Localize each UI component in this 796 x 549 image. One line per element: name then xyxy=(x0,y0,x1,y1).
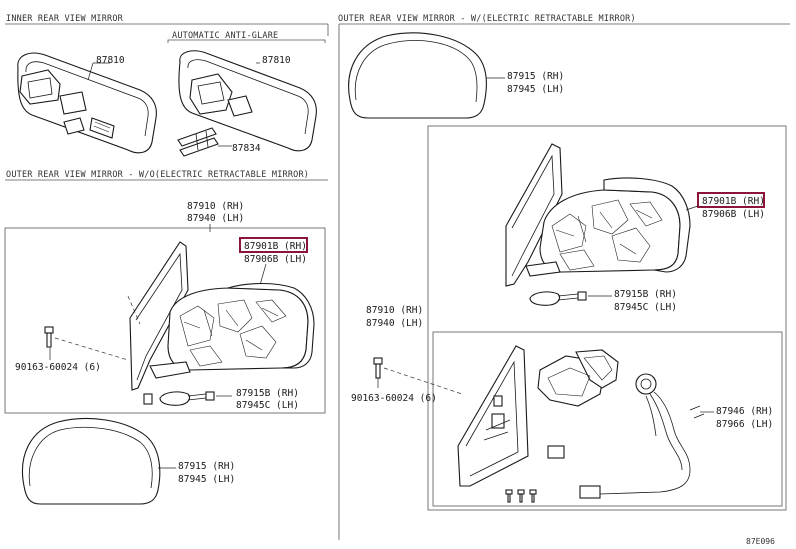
label-left-87945c: 87945C (LH) xyxy=(236,400,299,411)
label-left-87940: 87940 (LH) xyxy=(187,213,244,224)
label-right-90163: 90163-60024 (6) xyxy=(351,393,437,404)
left-heater-87915b xyxy=(159,391,215,406)
left-mirror-assembly xyxy=(129,241,315,405)
label-left-87915b: 87915B (RH) xyxy=(236,388,299,399)
section-title-anti-glare: AUTOMATIC ANTI-GLARE xyxy=(172,31,278,41)
label-right-87945: 87945 (LH) xyxy=(507,84,564,95)
section-frames xyxy=(4,23,790,540)
label-right-87906b: 87906B (LH) xyxy=(702,209,765,220)
section-title-outer-w: OUTER REAR VIEW MIRROR - W/(ELECTRIC RET… xyxy=(338,14,636,24)
right-retract-motor xyxy=(537,349,657,407)
left-mirror-cover xyxy=(21,417,161,505)
label-left-87945: 87945 (LH) xyxy=(178,474,235,485)
diagram-code: 87E096 xyxy=(746,537,775,546)
right-small-screws xyxy=(505,489,537,503)
label-left-87906b: 87906B (LH) xyxy=(244,254,307,265)
right-mirror-cover xyxy=(348,32,487,119)
section-title-inner: INNER REAR VIEW MIRROR xyxy=(6,14,124,24)
label-87810-a: 87810 xyxy=(96,55,125,66)
right-mirror-assembly xyxy=(505,143,691,287)
highlight-right-87901b xyxy=(697,192,765,208)
label-left-90163: 90163-60024 (6) xyxy=(15,362,101,373)
label-right-87945c: 87945C (LH) xyxy=(614,302,677,313)
label-left-87910: 87910 (RH) xyxy=(187,201,244,212)
label-right-87940: 87940 (LH) xyxy=(366,318,423,329)
right-retractor-base xyxy=(457,345,529,487)
label-right-87901b: 87901B (RH) xyxy=(702,196,765,207)
right-bolt-90163 xyxy=(373,357,383,379)
clip-87834 xyxy=(177,127,219,157)
highlight-left-87901b xyxy=(239,237,308,253)
label-right-87966: 87966 (LH) xyxy=(716,419,773,430)
left-bolt-90163 xyxy=(44,326,54,348)
right-wire-harness xyxy=(547,391,705,499)
label-right-87910: 87910 (RH) xyxy=(366,305,423,316)
inner-mirror-auto-anti-glare xyxy=(178,50,317,152)
label-right-87915b: 87915B (RH) xyxy=(614,289,677,300)
label-left-87915: 87915 (RH) xyxy=(178,461,235,472)
right-heater-87915b xyxy=(529,291,587,306)
label-87810-b: 87810 xyxy=(262,55,291,66)
label-right-87915: 87915 (RH) xyxy=(507,71,564,82)
section-title-outer-wo: OUTER REAR VIEW MIRROR - W/O(ELECTRIC RE… xyxy=(6,170,309,180)
label-left-87901b: 87901B (RH) xyxy=(244,241,307,252)
label-87834: 87834 xyxy=(232,143,261,154)
inner-mirror-standard xyxy=(17,52,157,154)
label-right-87946: 87946 (RH) xyxy=(716,406,773,417)
